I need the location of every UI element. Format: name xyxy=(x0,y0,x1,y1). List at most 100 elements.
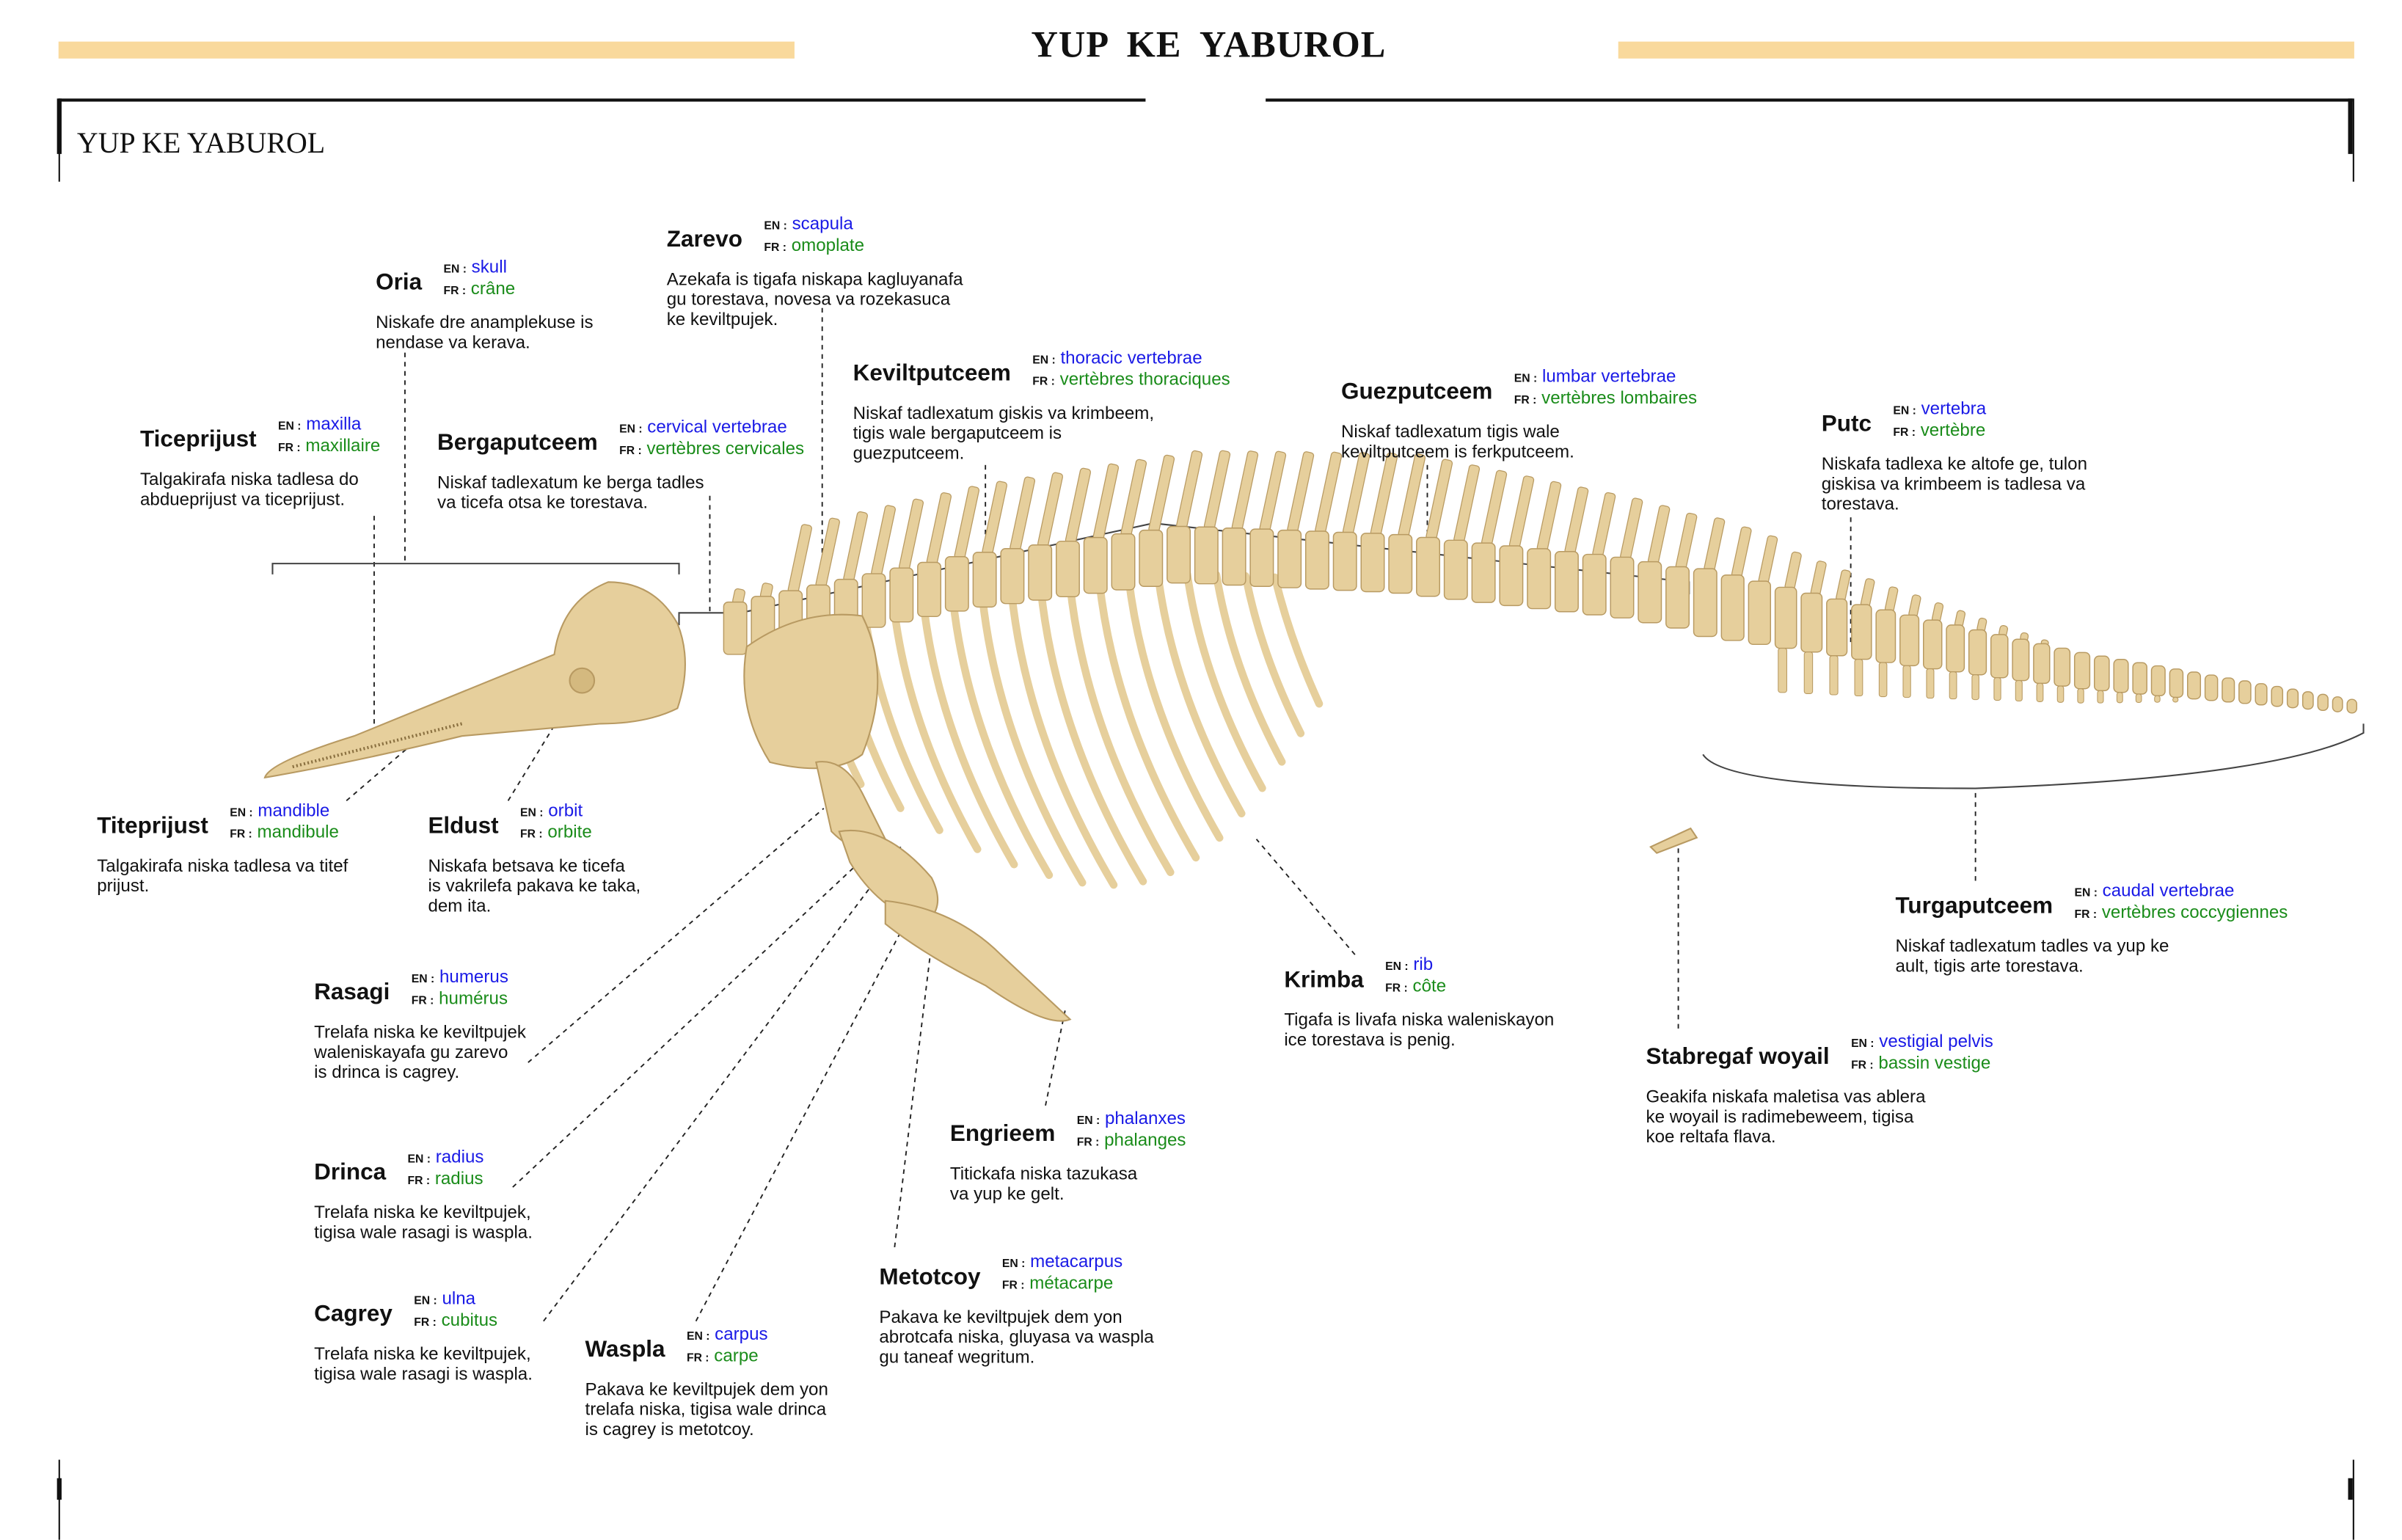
spinous-process xyxy=(1884,586,1899,613)
vertebra xyxy=(1826,598,1848,657)
spinous-process xyxy=(1259,450,1287,533)
chevron-bone xyxy=(1878,662,1888,698)
bone-name: Guezputceem xyxy=(1340,379,1493,405)
fr-tag: FR : xyxy=(1385,979,1408,994)
vertebra xyxy=(2346,698,2357,714)
english-term: cervical vertebrae xyxy=(647,418,787,438)
english-term: skull xyxy=(471,258,507,277)
spinous-process xyxy=(1908,594,1921,618)
vertebra xyxy=(917,561,942,618)
vertebra xyxy=(1000,548,1025,605)
skeleton xyxy=(263,450,2357,1022)
vertebra xyxy=(1443,539,1468,600)
vertebra xyxy=(1277,529,1302,588)
chevron-bone xyxy=(1778,648,1787,693)
bone-description: Niskaf tadlexatum giskis va krimbeem, ti… xyxy=(853,404,1155,463)
rib xyxy=(919,602,1018,869)
english-term: orbit xyxy=(548,802,583,821)
en-tag: EN : xyxy=(1385,959,1409,974)
vertebra xyxy=(1720,574,1745,641)
bone-label-carpus: Waspla EN : carpus FR : carpe Pakava ke … xyxy=(585,1326,828,1440)
vertebra xyxy=(723,601,748,655)
spinous-process xyxy=(982,481,1008,556)
spinous-process xyxy=(1065,467,1092,545)
rib xyxy=(1271,573,1324,708)
vertebra xyxy=(2073,652,2091,690)
rib xyxy=(1095,577,1200,862)
spinous-process xyxy=(1758,535,1778,585)
fr-tag: FR : xyxy=(230,825,252,840)
leader-line xyxy=(512,864,857,1188)
vertebra xyxy=(1990,634,2009,679)
vertebra xyxy=(944,555,969,612)
vertebra xyxy=(1875,609,1897,663)
fr-tag: FR : xyxy=(2074,906,2098,920)
vertebra xyxy=(1499,545,1524,607)
vertebra xyxy=(1610,556,1635,618)
vertebra xyxy=(1899,614,1920,667)
bone-name: Cagrey xyxy=(314,1301,393,1328)
bone-name: Bergaputceem xyxy=(437,429,598,456)
french-term: crâne xyxy=(470,279,516,299)
vertebra xyxy=(889,567,914,623)
fr-tag: FR : xyxy=(619,442,642,457)
french-term: maxillaire xyxy=(305,436,381,456)
bone-description: Trelafa niska ke keviltpujek, tigisa wal… xyxy=(314,1204,533,1243)
vertebra xyxy=(1222,527,1246,586)
frame-side-tl xyxy=(58,98,60,182)
chevron-bone xyxy=(1993,677,2001,701)
english-term: vestigial pelvis xyxy=(1879,1033,1993,1052)
bone-description: Titickafa niska tazukasa va yup ke gelt. xyxy=(949,1165,1138,1204)
bone-description: Niskaf tadlexatum ke berga tadles va tic… xyxy=(437,474,704,513)
fr-tag: FR : xyxy=(686,1349,709,1364)
bone-description: Trelafa niska ke keviltpujek waleniskaya… xyxy=(314,1023,527,1082)
frame-side-bl xyxy=(58,1459,60,1540)
en-tag: EN : xyxy=(1001,1256,1026,1271)
bone-name: Keviltputceem xyxy=(853,360,1011,387)
vertebra xyxy=(1693,568,1717,638)
frame-side-tr xyxy=(2352,98,2354,182)
vertebra xyxy=(2332,696,2343,712)
spinous-process xyxy=(1620,497,1643,561)
scapula xyxy=(743,613,879,770)
bone-name: Ticeprijust xyxy=(139,426,257,453)
spinous-process xyxy=(1647,505,1671,566)
bone-name: Krimba xyxy=(1284,966,1364,993)
spinous-process xyxy=(1231,450,1259,532)
spinous-process xyxy=(1481,470,1508,547)
chevron-bone xyxy=(2116,692,2123,704)
vertebra xyxy=(1304,530,1329,590)
vertebra xyxy=(2033,643,2051,685)
vertebra xyxy=(1471,542,1496,603)
fr-tag: FR : xyxy=(443,282,467,296)
rib xyxy=(1066,582,1175,877)
frame-side-br xyxy=(2352,1459,2354,1540)
english-term: thoracic vertebrae xyxy=(1060,349,1202,368)
vertebra xyxy=(1167,525,1191,584)
bone-label-cervical-vertebrae: Bergaputceem EN : cervical vertebrae FR … xyxy=(437,419,804,514)
bone-name: Drinca xyxy=(314,1159,387,1186)
spinous-process xyxy=(1731,526,1752,579)
vertebra xyxy=(1388,533,1413,594)
vertebra xyxy=(2286,688,2299,709)
en-tag: EN : xyxy=(414,1293,437,1307)
fr-tag: FR : xyxy=(520,825,543,840)
spinous-process xyxy=(1010,476,1036,552)
frame-corner-tr xyxy=(2348,98,2353,154)
chevron-bone xyxy=(1971,674,1979,701)
spinous-process xyxy=(1536,481,1562,552)
rib xyxy=(891,608,982,853)
vertebra xyxy=(1332,531,1357,591)
leader-line xyxy=(543,846,902,1322)
chevron-bone xyxy=(1854,659,1863,697)
en-tag: EN : xyxy=(520,805,544,820)
page-title: YUP KE YABUROL xyxy=(1031,26,1387,67)
bone-label-humerus: Rasagi EN : humerus FR : humérus Trelafa… xyxy=(314,968,526,1083)
bone-label-metacarpus: Metotcoy EN : metacarpus FR : métacarpe … xyxy=(879,1253,1153,1368)
radius-ulna xyxy=(838,830,939,925)
chevron-bone xyxy=(1949,671,1957,700)
english-term: metacarpus xyxy=(1030,1253,1123,1272)
vertebra xyxy=(1800,592,1823,653)
spinous-process xyxy=(1860,578,1875,608)
vertebra xyxy=(1416,536,1441,597)
